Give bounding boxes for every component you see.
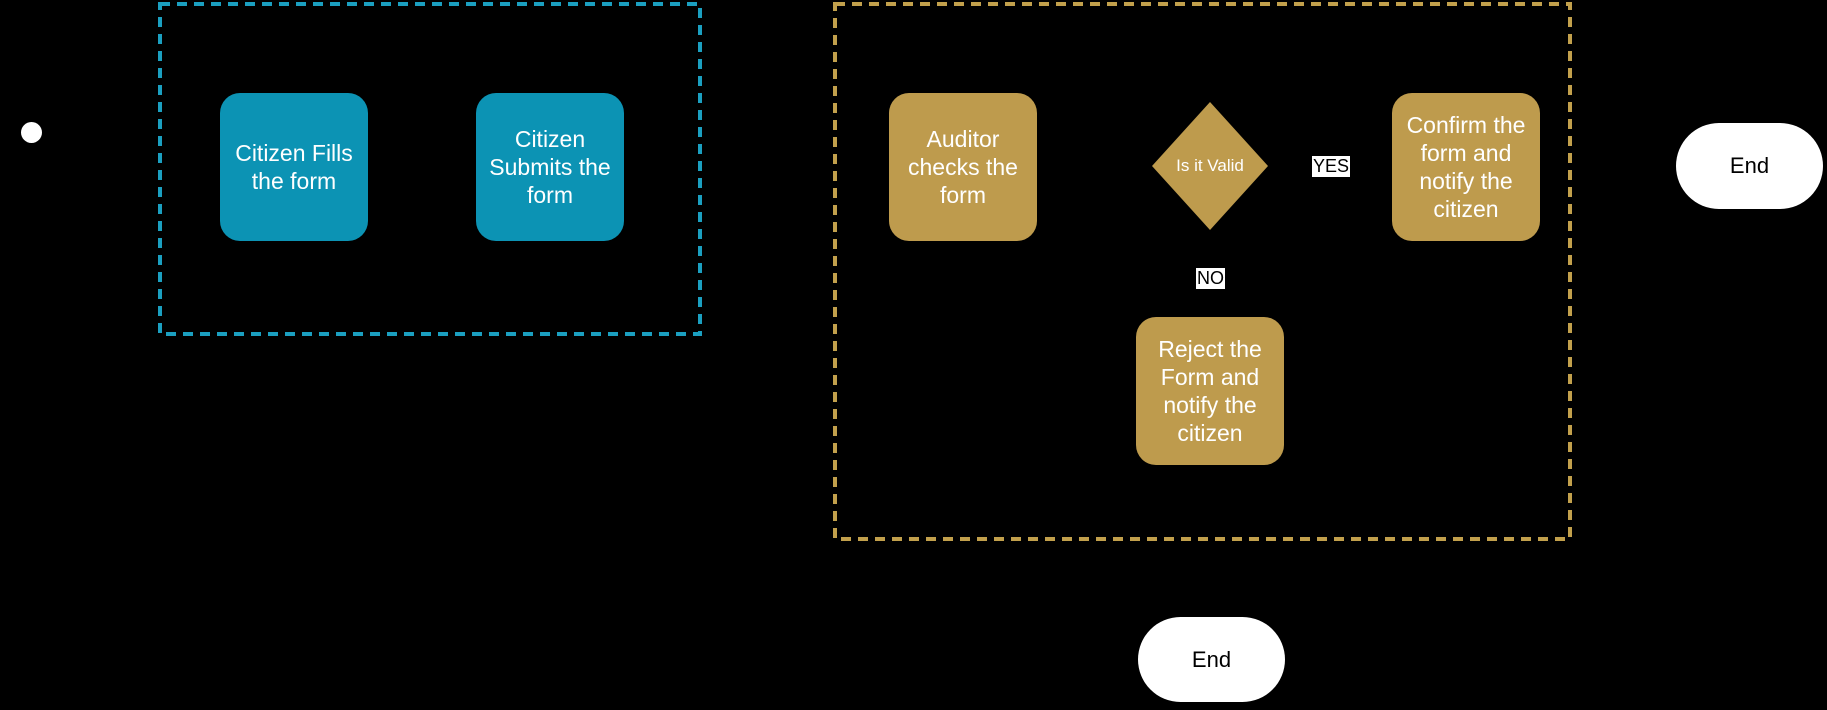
process-reject-form-notify-citizen[interactable]: Reject the Form and notify the citizen: [1136, 317, 1284, 465]
end-node-right[interactable]: End: [1676, 123, 1823, 209]
process-citizen-fills-form[interactable]: Citizen Fills the form: [220, 93, 368, 241]
start-node[interactable]: [21, 122, 42, 143]
citizen-lane: [158, 2, 702, 336]
edge-label-yes: YES: [1312, 156, 1351, 177]
end-node-bottom[interactable]: End: [1138, 617, 1285, 702]
process-confirm-form-notify-citizen[interactable]: Confirm the form and notify the citizen: [1392, 93, 1540, 241]
process-auditor-checks-form[interactable]: Auditor checks the form: [889, 93, 1037, 241]
auditor-lane: [833, 2, 1572, 541]
edge-label-no: NO: [1196, 268, 1225, 289]
process-citizen-submits-form[interactable]: Citizen Submits the form: [476, 93, 624, 241]
